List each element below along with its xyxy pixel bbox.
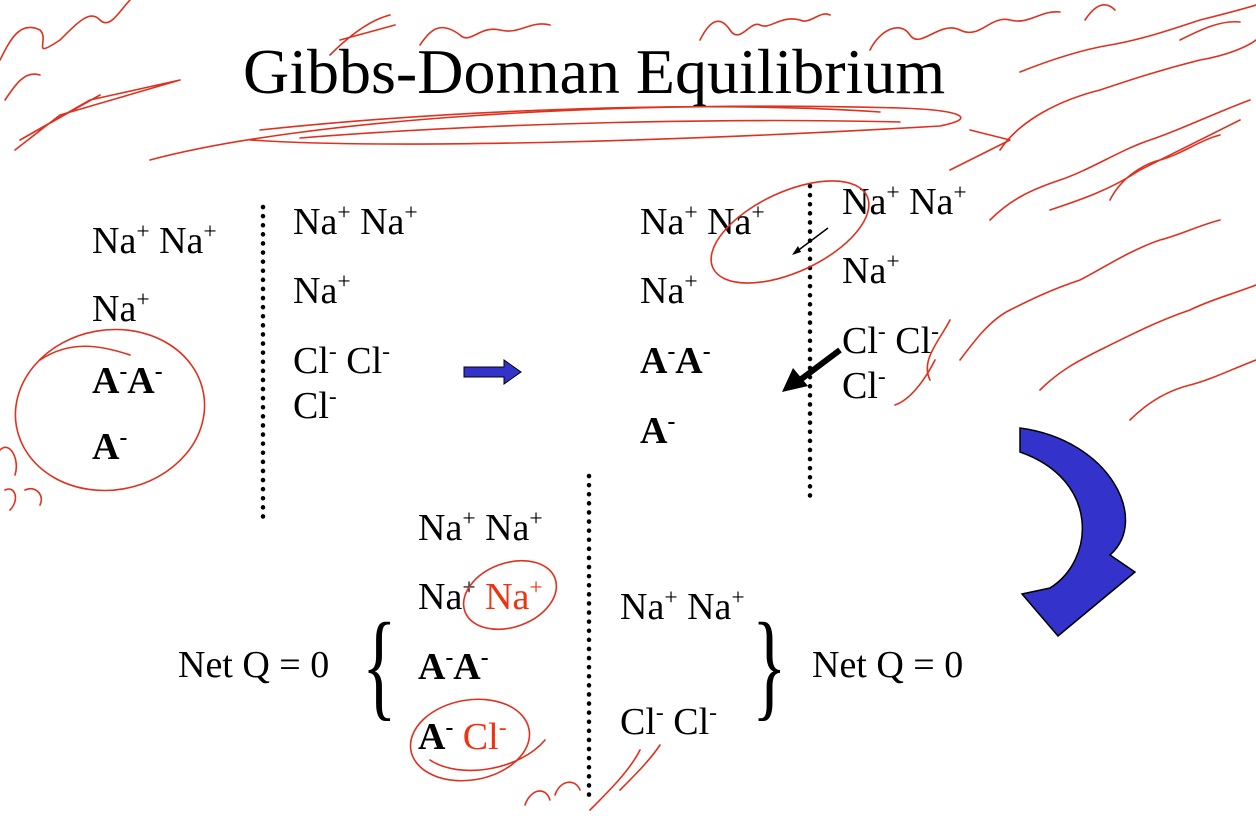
- p3-right-na-row: Na+ Na+: [620, 584, 745, 628]
- p2-left-anion-row1: A-A-: [640, 338, 711, 382]
- p1-right-cl-row2: Cl-: [293, 383, 337, 427]
- p3-left-na-row2: Na+ Na+: [418, 574, 543, 618]
- net-charge-right: Net Q = 0: [812, 644, 964, 686]
- p1-right-na-row2: Na+: [293, 268, 351, 312]
- p1-right-na-row1: Na+ Na+: [293, 199, 418, 243]
- arrow-left-down-icon: [798, 347, 842, 383]
- p1-left-na-row1: Na+ Na+: [92, 218, 217, 262]
- brace-left: {: [362, 598, 397, 731]
- p3-left-na-row1: Na+ Na+: [418, 505, 543, 549]
- p3-left-anion-row2: A- Cl-: [418, 714, 507, 758]
- p2-left-na-row2: Na+: [640, 268, 698, 312]
- p3-left-anion-row1: A-A-: [418, 644, 489, 688]
- p1-left-anion-row1: A-A-: [92, 358, 163, 402]
- p1-left-na-row2: Na+: [92, 286, 150, 330]
- p1-right-cl-row1: Cl- Cl-: [293, 338, 390, 382]
- p3-moved-na: Na+: [485, 574, 543, 618]
- p2-right-na-row1: Na+ Na+: [842, 179, 967, 223]
- net-charge-left: Net Q = 0: [178, 644, 330, 686]
- brace-right: }: [752, 598, 787, 731]
- p2-right-na-row2: Na+: [842, 248, 900, 292]
- curved-down-arrow-icon: [1019, 427, 1137, 638]
- p1-left-anion-row2: A-: [92, 424, 128, 468]
- p3-right-cl-row: Cl- Cl-: [620, 699, 717, 743]
- small-arrow-icon: [795, 227, 829, 253]
- p2-left-na-row1: Na+ Na+: [640, 199, 765, 243]
- p2-right-cl-row2: Cl-: [842, 363, 886, 407]
- arrow-right-icon: [463, 359, 522, 385]
- p2-left-anion-row2: A-: [640, 408, 676, 452]
- slide-title: Gibbs-Donnan Equilibrium: [243, 36, 946, 107]
- p3-moved-cl: Cl-: [462, 714, 507, 758]
- p2-right-cl-row1: Cl- Cl-: [842, 318, 939, 362]
